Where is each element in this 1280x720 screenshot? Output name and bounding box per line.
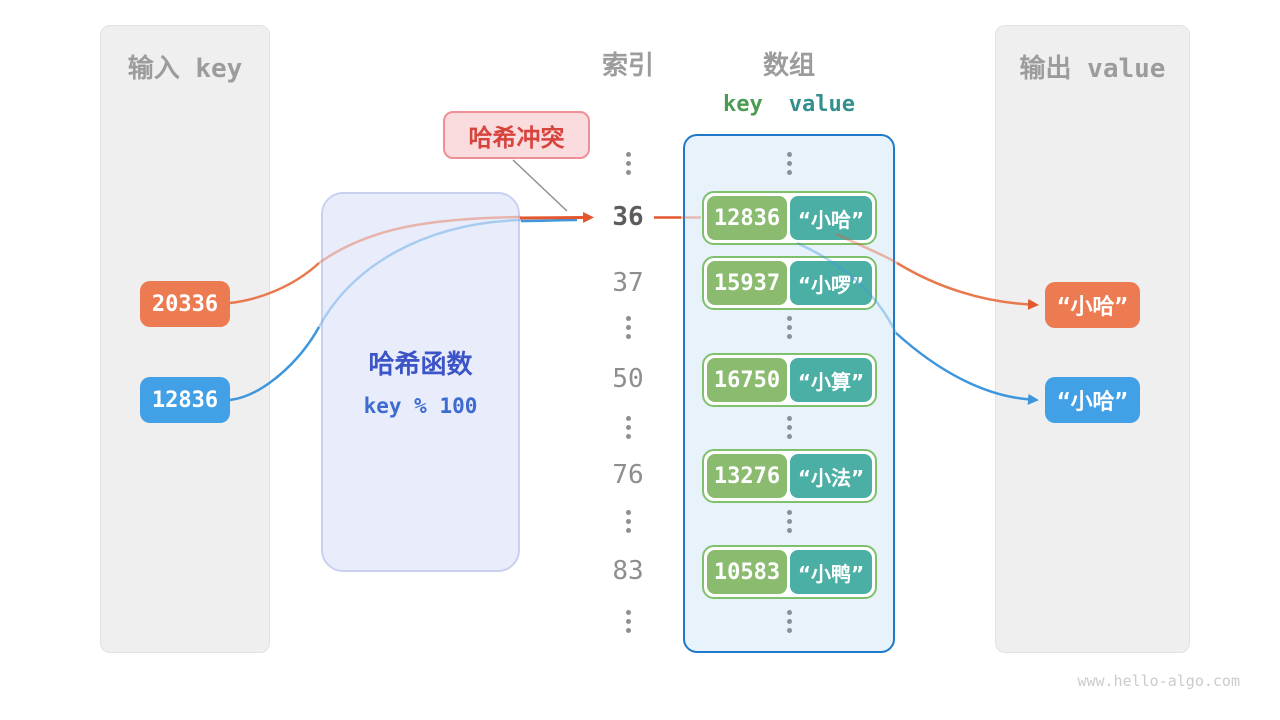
ellipsis-vertical (786, 510, 792, 533)
index-value-50: 50 (612, 364, 644, 394)
pair-value: “小哈” (790, 196, 872, 240)
ellipsis-vertical (786, 416, 792, 439)
input-key-badge-20336: 20336 (140, 281, 230, 327)
key-header-label: key (723, 92, 763, 117)
ellipsis-vertical (625, 316, 631, 339)
pair-value: “小鸭” (790, 550, 872, 594)
index-value-76: 76 (612, 460, 644, 490)
ellipsis-vertical (786, 316, 792, 339)
ellipsis-vertical (786, 152, 792, 175)
pair-key: 10583 (707, 550, 787, 594)
hash-collision-label: 哈希冲突 (443, 111, 590, 159)
ellipsis-vertical (625, 152, 631, 175)
hash-function-title: 哈希函数 (368, 350, 473, 380)
ellipsis-vertical (625, 510, 631, 533)
input-panel-title: 输入 key (127, 54, 243, 84)
output-value-badge-blue: “小哈” (1045, 377, 1140, 423)
pair-key: 13276 (707, 454, 787, 498)
ellipsis-vertical (625, 610, 631, 633)
collision-pointer-line (512, 159, 568, 212)
pair-value: “小啰” (790, 261, 872, 305)
array-pair-row: 12836 “小哈” (702, 191, 877, 245)
hash-function-box: 哈希函数 key % 100 (321, 192, 520, 572)
index-column-title: 索引 (601, 51, 654, 81)
array-pair-row: 16750 “小算” (702, 353, 877, 407)
pair-key: 12836 (707, 196, 787, 240)
index-value-83: 83 (612, 556, 644, 586)
pair-key: 15937 (707, 261, 787, 305)
pair-value: “小算” (790, 358, 872, 402)
value-header-label: value (788, 92, 855, 117)
ellipsis-vertical (786, 610, 792, 633)
arrow-merged-blue-under (520, 218, 578, 223)
pair-value: “小法” (790, 454, 872, 498)
array-pair-row: 13276 “小法” (702, 449, 877, 503)
site-watermark: www.hello-algo.com (1077, 672, 1240, 690)
index-value-37: 37 (612, 268, 644, 298)
output-value-badge-orange: “小哈” (1045, 282, 1140, 328)
array-column-title: 数组 (762, 51, 815, 81)
input-key-panel: 输入 key (100, 25, 270, 653)
input-key-badge-12836: 12836 (140, 377, 230, 423)
output-value-panel: 输出 value (995, 25, 1190, 653)
index-value-36: 36 (612, 202, 644, 232)
arrow-merged-to-index-36 (519, 212, 594, 224)
hash-function-formula: key % 100 (363, 394, 478, 418)
pair-key: 16750 (707, 358, 787, 402)
ellipsis-vertical (625, 416, 631, 439)
array-pair-row: 10583 “小鸭” (702, 545, 877, 599)
output-panel-title: 输出 value (1019, 54, 1166, 84)
array-pair-row: 15937 “小啰” (702, 256, 877, 310)
key-value-header: key value (683, 92, 895, 117)
